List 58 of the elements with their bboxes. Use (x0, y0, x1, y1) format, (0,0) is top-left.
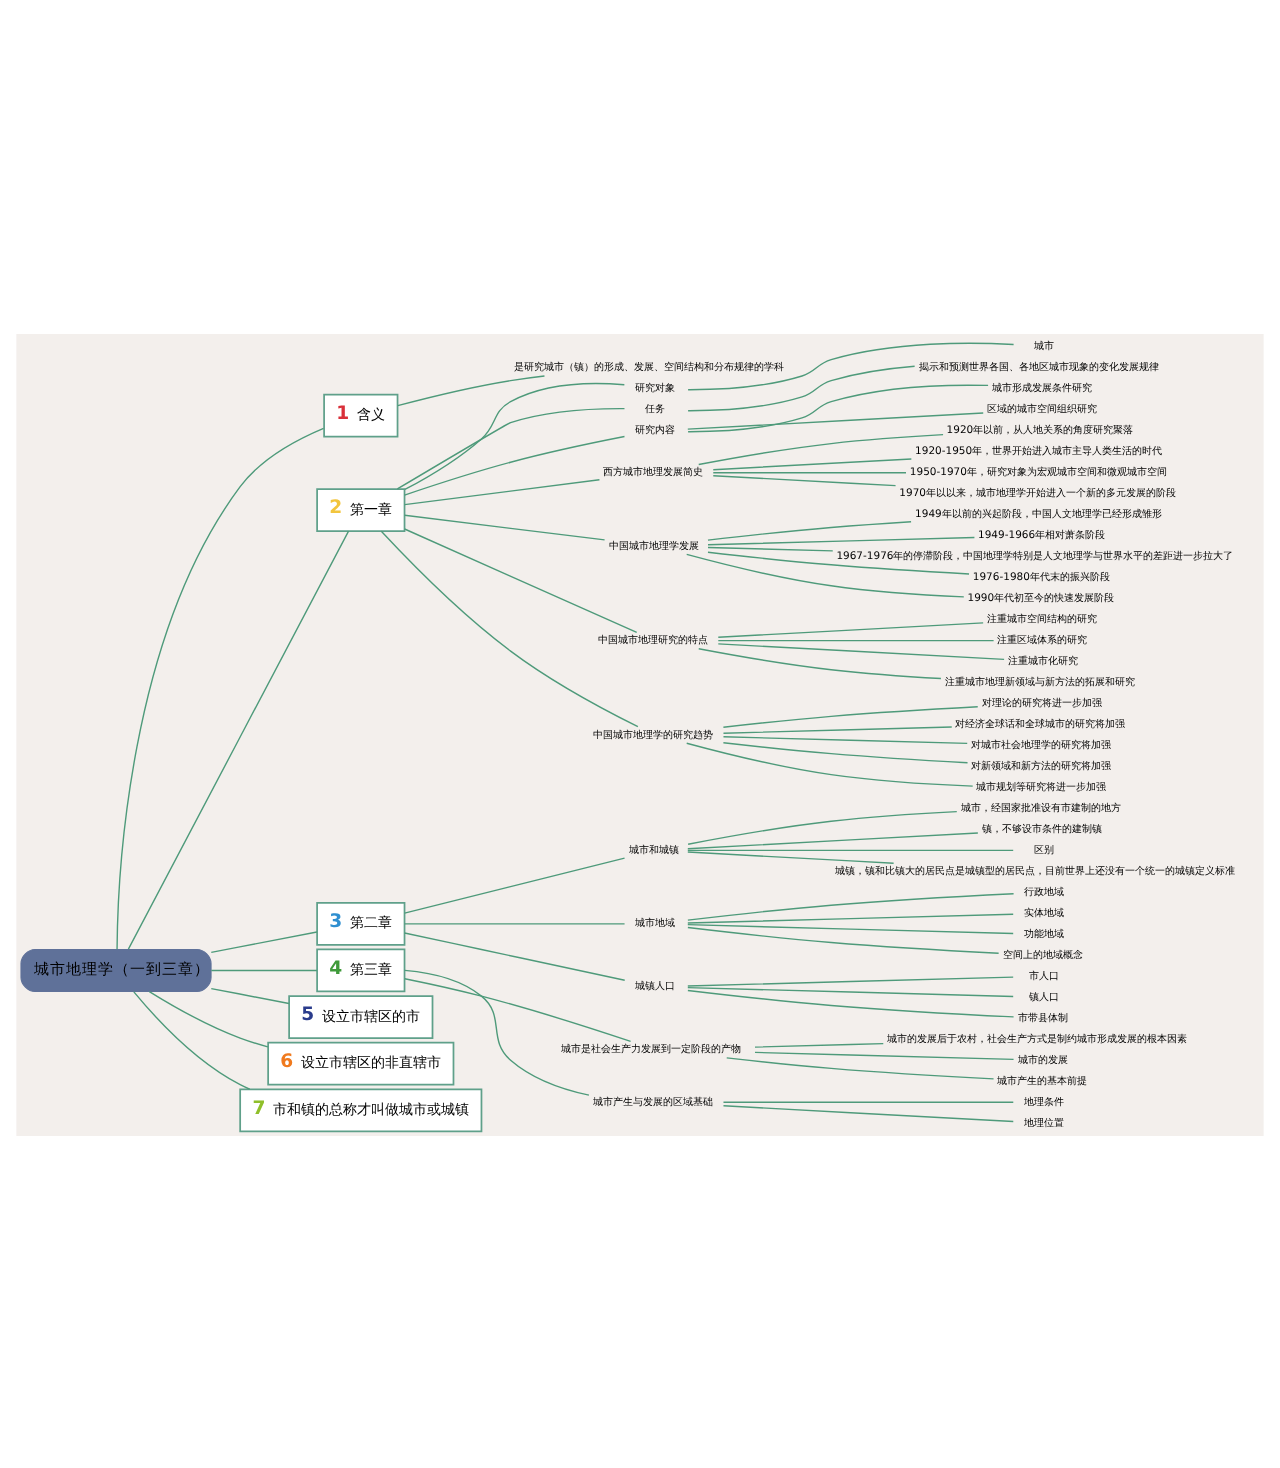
connector (687, 411, 984, 429)
connector (707, 550, 970, 574)
connector (754, 1050, 1015, 1060)
connector (116, 426, 325, 949)
connector (687, 975, 1014, 986)
connector (722, 1100, 1014, 1102)
connector (396, 406, 626, 489)
connector (722, 735, 968, 744)
connector (687, 341, 1015, 390)
connector (687, 892, 1015, 920)
connector (687, 850, 895, 863)
connector (210, 930, 318, 953)
connector (712, 474, 897, 486)
connector (687, 985, 1014, 997)
connector (687, 383, 989, 432)
connector (397, 374, 546, 406)
connector (687, 831, 979, 849)
connector (712, 471, 907, 473)
connector (717, 621, 984, 637)
connector (210, 986, 290, 1004)
connector (707, 535, 976, 545)
connector (687, 912, 1014, 923)
connector (686, 741, 974, 786)
connector (722, 1104, 1014, 1122)
connector (403, 922, 626, 924)
connector (722, 725, 953, 733)
connector (380, 529, 639, 727)
connector (127, 529, 350, 949)
connector (403, 513, 606, 540)
connector (403, 527, 638, 633)
connector (403, 931, 626, 980)
connector (687, 848, 1014, 851)
connector (687, 988, 1015, 1017)
connector (686, 552, 965, 597)
connector (707, 520, 912, 540)
connector (133, 990, 251, 1089)
connector (687, 809, 958, 844)
connector (698, 647, 942, 679)
connector (717, 642, 1005, 660)
connector (687, 925, 1000, 953)
connector (707, 545, 834, 551)
connector (210, 968, 318, 971)
connector (698, 432, 944, 465)
connector (404, 968, 590, 1095)
connector (754, 1041, 884, 1047)
connector (403, 434, 626, 495)
connector (403, 856, 626, 913)
connector (687, 364, 916, 411)
connector (404, 977, 632, 1042)
connector (403, 478, 601, 505)
connector (722, 705, 979, 727)
connector (722, 741, 969, 763)
connector (717, 638, 995, 641)
connector (712, 457, 913, 470)
connector (687, 922, 1014, 934)
connector (404, 381, 626, 490)
connector (726, 1056, 995, 1079)
connector (148, 989, 269, 1047)
